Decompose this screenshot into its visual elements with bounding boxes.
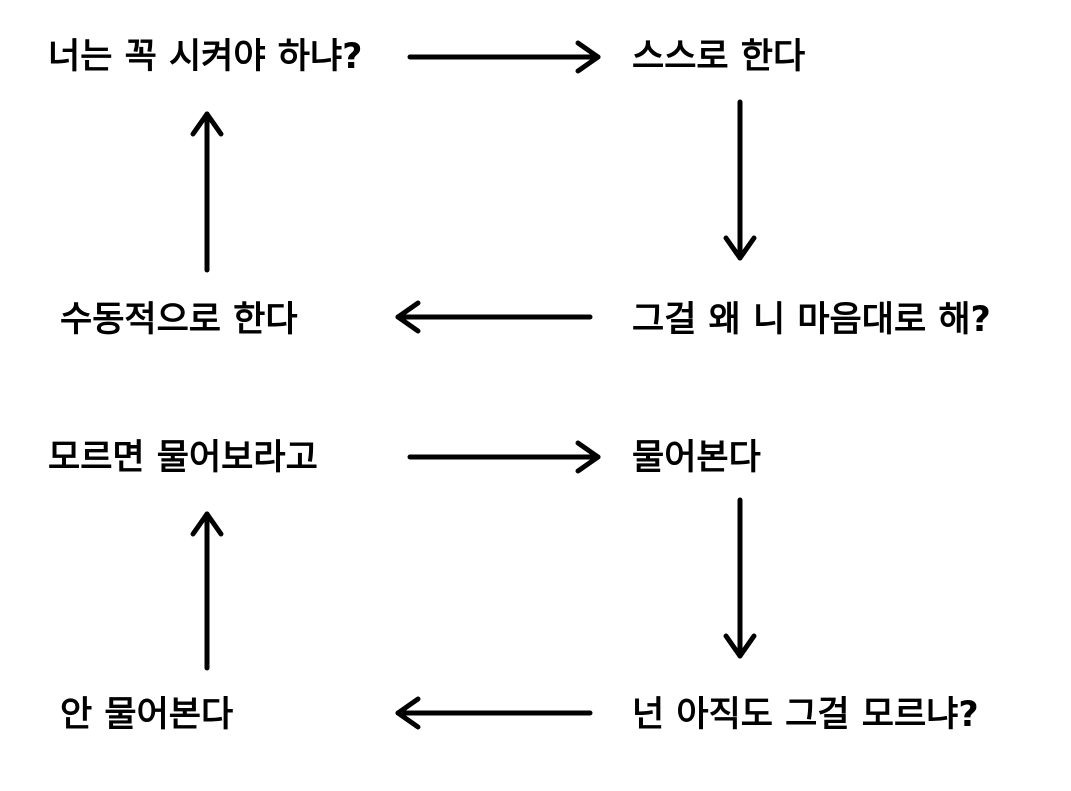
cycle2-top-right-text: 물어본다 xyxy=(632,438,761,478)
arrow-left-icon xyxy=(395,696,593,730)
cycle1-bottom-right-text: 그걸 왜 니 마음대로 해? xyxy=(632,300,991,340)
arrow-left-icon xyxy=(395,300,593,334)
arrow-right-icon xyxy=(407,40,601,74)
arrow-right-icon xyxy=(407,440,601,474)
arrow-down-icon xyxy=(723,99,757,261)
cycle2-bottom-left-text: 안 물어본다 xyxy=(60,695,234,735)
cycle1-bottom-left-text: 수동적으로 한다 xyxy=(60,300,298,340)
cycle1-top-right-text: 스스로 한다 xyxy=(632,37,806,77)
cycle2-bottom-right-text: 넌 아직도 그걸 모르냐? xyxy=(632,695,979,735)
arrow-down-icon xyxy=(723,497,757,659)
arrow-up-icon xyxy=(190,111,224,273)
cycle1-top-left-text: 너는 꼭 시켜야 하냐? xyxy=(48,37,363,77)
cycle2-top-left-text: 모르면 물어보라고 xyxy=(48,438,318,478)
arrow-up-icon xyxy=(190,511,224,671)
